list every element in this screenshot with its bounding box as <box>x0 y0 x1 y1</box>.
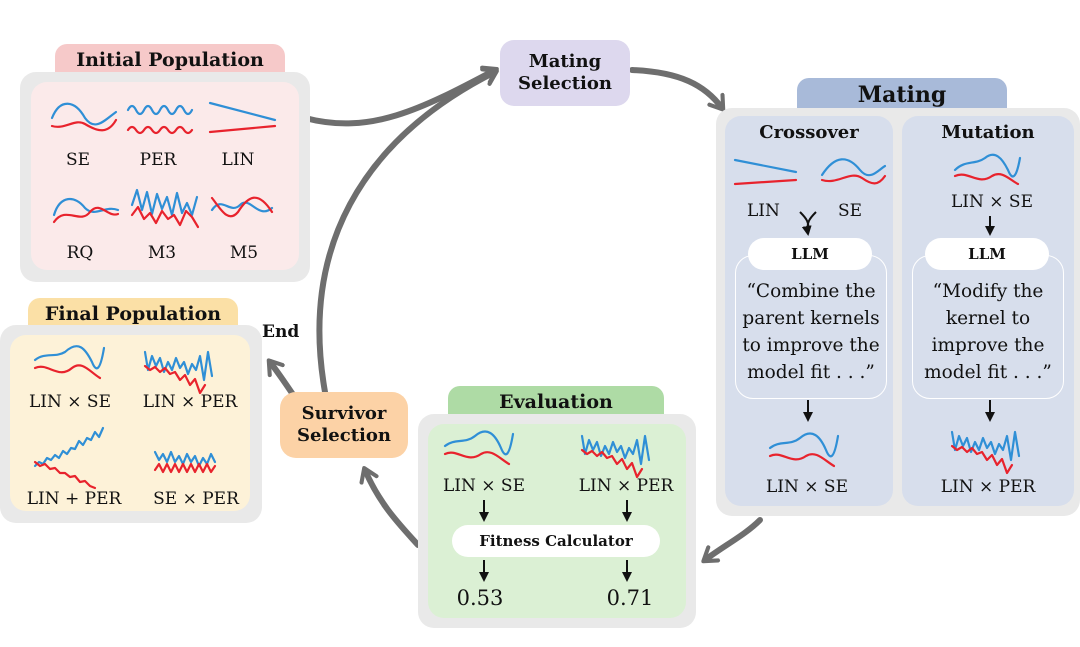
spark-final-lin-x-per <box>143 350 214 395</box>
arrow-mating-to-evaluation <box>701 517 763 564</box>
survivor-selection-title: Survivor Selection <box>297 403 391 446</box>
initial-population-inner <box>31 82 299 270</box>
evaluation-kernel-2: LIN × PER <box>578 476 674 496</box>
mutation-prompt: “Modify the kernel to improve the model … <box>924 281 1052 383</box>
crossover-parent-lin: LIN <box>747 201 780 221</box>
spark-se <box>50 102 118 132</box>
spark-final-lin-plus-per <box>33 426 105 490</box>
spark-rq <box>52 198 120 224</box>
mutation-title: Mutation <box>941 122 1035 143</box>
initial-kernel-m5: M5 <box>229 243 259 263</box>
spark-final-se-x-per <box>153 450 217 474</box>
arrow-mating-selection-to-mating <box>629 67 726 112</box>
final-kernel-se-x-per: SE × PER <box>153 489 239 509</box>
mating-title: Mating <box>857 82 947 108</box>
initial-kernel-rq: RQ <box>66 243 94 263</box>
evaluation-tab: Evaluation <box>448 386 664 418</box>
final-population-title: Final Population <box>44 303 222 325</box>
spark-crossover-lin <box>733 158 798 186</box>
final-kernel-lin-x-per: LIN × PER <box>142 392 238 412</box>
final-kernel-lin-x-se: LIN × SE <box>29 392 111 412</box>
spark-per <box>126 104 194 135</box>
evaluation-kernel-1: LIN × SE <box>443 476 525 496</box>
crossover-llm-label: LLM <box>791 245 829 263</box>
spark-crossover-result <box>768 432 840 468</box>
mutation-prompt-box: “Modify the kernel to improve the model … <box>912 255 1064 399</box>
mutation-panel <box>902 116 1074 506</box>
spark-m5 <box>210 196 274 218</box>
mating-selection-title: Mating Selection <box>518 51 612 94</box>
spark-mutation-result <box>950 430 1021 475</box>
crossover-llm-pill: LLM <box>748 238 872 270</box>
initial-kernel-m3: M3 <box>147 243 177 263</box>
mating-selection-box: Mating Selection <box>500 40 630 106</box>
evaluation-title: Evaluation <box>499 391 613 413</box>
final-kernel-lin-plus-per: LIN + PER <box>26 489 122 509</box>
initial-kernel-per: PER <box>139 150 177 170</box>
end-label: End <box>262 322 300 342</box>
spark-eval-lin-x-per <box>580 434 651 479</box>
fitness-calculator-pill: Fitness Calculator <box>452 525 660 557</box>
mutation-result: LIN × PER <box>940 477 1036 497</box>
mating-tab: Mating <box>797 78 1007 112</box>
survivor-selection-box: Survivor Selection <box>280 392 408 458</box>
crossover-result: LIN × SE <box>766 477 848 497</box>
crossover-parent-se: SE <box>838 201 863 221</box>
initial-population-tab: Initial Population <box>55 44 285 76</box>
initial-kernel-lin: LIN <box>221 150 255 170</box>
mutation-llm-label: LLM <box>968 245 1006 263</box>
mutation-parent: LIN × SE <box>951 192 1033 212</box>
fitness-score-1: 0.53 <box>456 586 504 610</box>
spark-mutation-parent <box>953 153 1022 186</box>
spark-crossover-se <box>820 158 887 185</box>
crossover-prompt: “Combine the parent kernels to improve t… <box>742 281 880 383</box>
crossover-merge-arrow <box>800 211 816 234</box>
initial-kernel-se: SE <box>65 150 91 170</box>
spark-eval-lin-x-se <box>443 430 515 466</box>
crossover-prompt-box: “Combine the parent kernels to improve t… <box>735 255 887 399</box>
arrow-survivor-to-mating-selection <box>316 67 499 395</box>
initial-population-title: Initial Population <box>76 49 264 71</box>
spark-final-lin-x-se <box>33 345 106 380</box>
fitness-calculator-label: Fitness Calculator <box>479 532 633 550</box>
arrow-evaluation-to-survivor <box>359 466 421 548</box>
final-population-tab: Final Population <box>28 298 238 330</box>
spark-lin <box>208 101 277 134</box>
crossover-title: Crossover <box>759 122 859 143</box>
fitness-score-2: 0.71 <box>606 586 654 610</box>
mutation-llm-pill: LLM <box>925 238 1049 270</box>
spark-m3 <box>130 188 200 229</box>
